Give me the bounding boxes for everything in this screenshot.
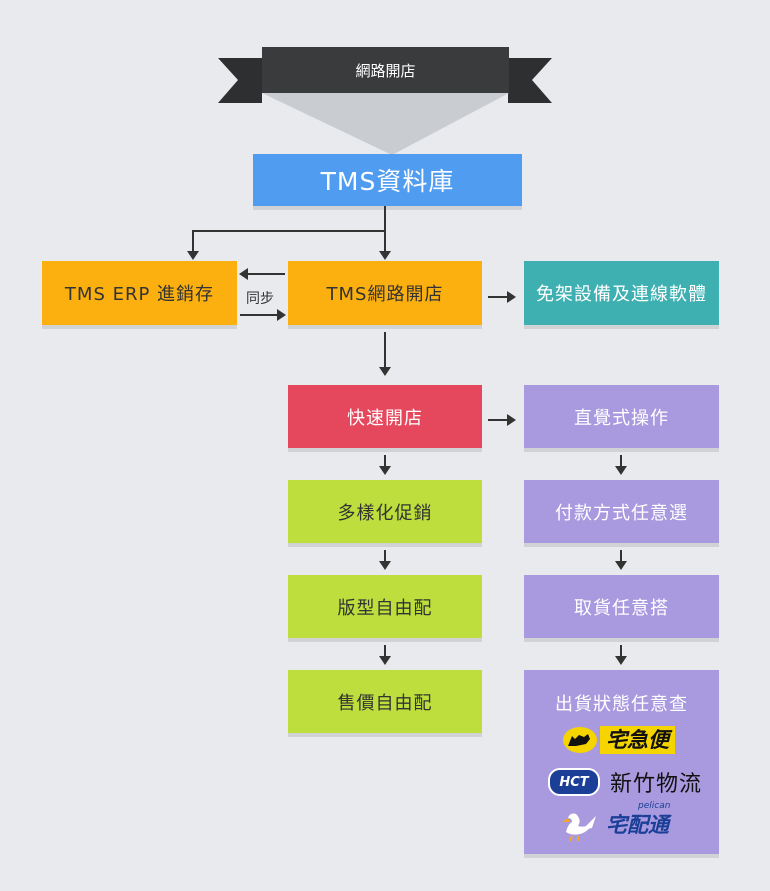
- arrow: [379, 561, 391, 570]
- sync-arrow-right: [277, 309, 286, 321]
- connector: [192, 230, 194, 252]
- connector: [620, 550, 622, 562]
- tms-database-box: TMS資料庫: [253, 154, 522, 206]
- connector: [384, 645, 386, 657]
- arrow: [379, 656, 391, 665]
- connector: [620, 455, 622, 467]
- arrow: [187, 251, 199, 260]
- hct-name: 新竹物流: [610, 772, 703, 797]
- shipping-title: 出貨狀態任意查: [555, 694, 688, 715]
- price-box: 售價自由配: [288, 670, 482, 733]
- pelican-logo: pelican 宅配通: [562, 801, 670, 842]
- payment-box: 付款方式任意選: [524, 480, 719, 543]
- arrow: [615, 656, 627, 665]
- connector: [620, 645, 622, 657]
- template-box: 版型自由配: [288, 575, 482, 638]
- shipping-box: 出貨狀態任意查 宅急便 HCT 新竹物流 pelican 宅配通: [524, 670, 719, 854]
- promotion-box: 多樣化促銷: [288, 480, 482, 543]
- fast-open-box: 快速開店: [288, 385, 482, 448]
- ribbon-title: 網路開店: [262, 47, 509, 93]
- connector: [384, 550, 386, 562]
- black-cat-icon: [563, 727, 597, 753]
- pelican-tag: pelican: [638, 801, 671, 811]
- pelican-bird-icon: [562, 813, 596, 842]
- tms-erp-box: TMS ERP 進銷存: [42, 261, 237, 325]
- pickup-box: 取貨任意搭: [524, 575, 719, 638]
- tms-shop-box: TMS網路開店: [288, 261, 482, 325]
- connector: [384, 332, 386, 368]
- yamato-name: 宅急便: [600, 726, 675, 754]
- arrow: [379, 251, 391, 260]
- hct-badge: HCT: [548, 768, 600, 796]
- connector: [384, 455, 386, 467]
- connector: [247, 273, 285, 275]
- pelican-name: 宅配通: [606, 813, 669, 837]
- intuitive-box: 直覺式操作: [524, 385, 719, 448]
- connector: [192, 230, 386, 232]
- arrow: [615, 561, 627, 570]
- arrow: [507, 414, 516, 426]
- arrow: [507, 291, 516, 303]
- hct-logo: HCT 新竹物流: [548, 766, 702, 798]
- hardware-box: 免架設備及連線軟體: [524, 261, 719, 325]
- arrow: [379, 367, 391, 376]
- sync-label: 同步: [246, 291, 274, 307]
- ribbon-decoration: [218, 58, 552, 155]
- connector: [384, 206, 386, 252]
- sync-arrow-left: [239, 268, 248, 280]
- connector: [488, 419, 508, 421]
- arrow: [379, 466, 391, 475]
- yamato-logo: 宅急便: [562, 726, 675, 754]
- connector: [240, 314, 278, 316]
- connector: [488, 296, 508, 298]
- arrow: [615, 466, 627, 475]
